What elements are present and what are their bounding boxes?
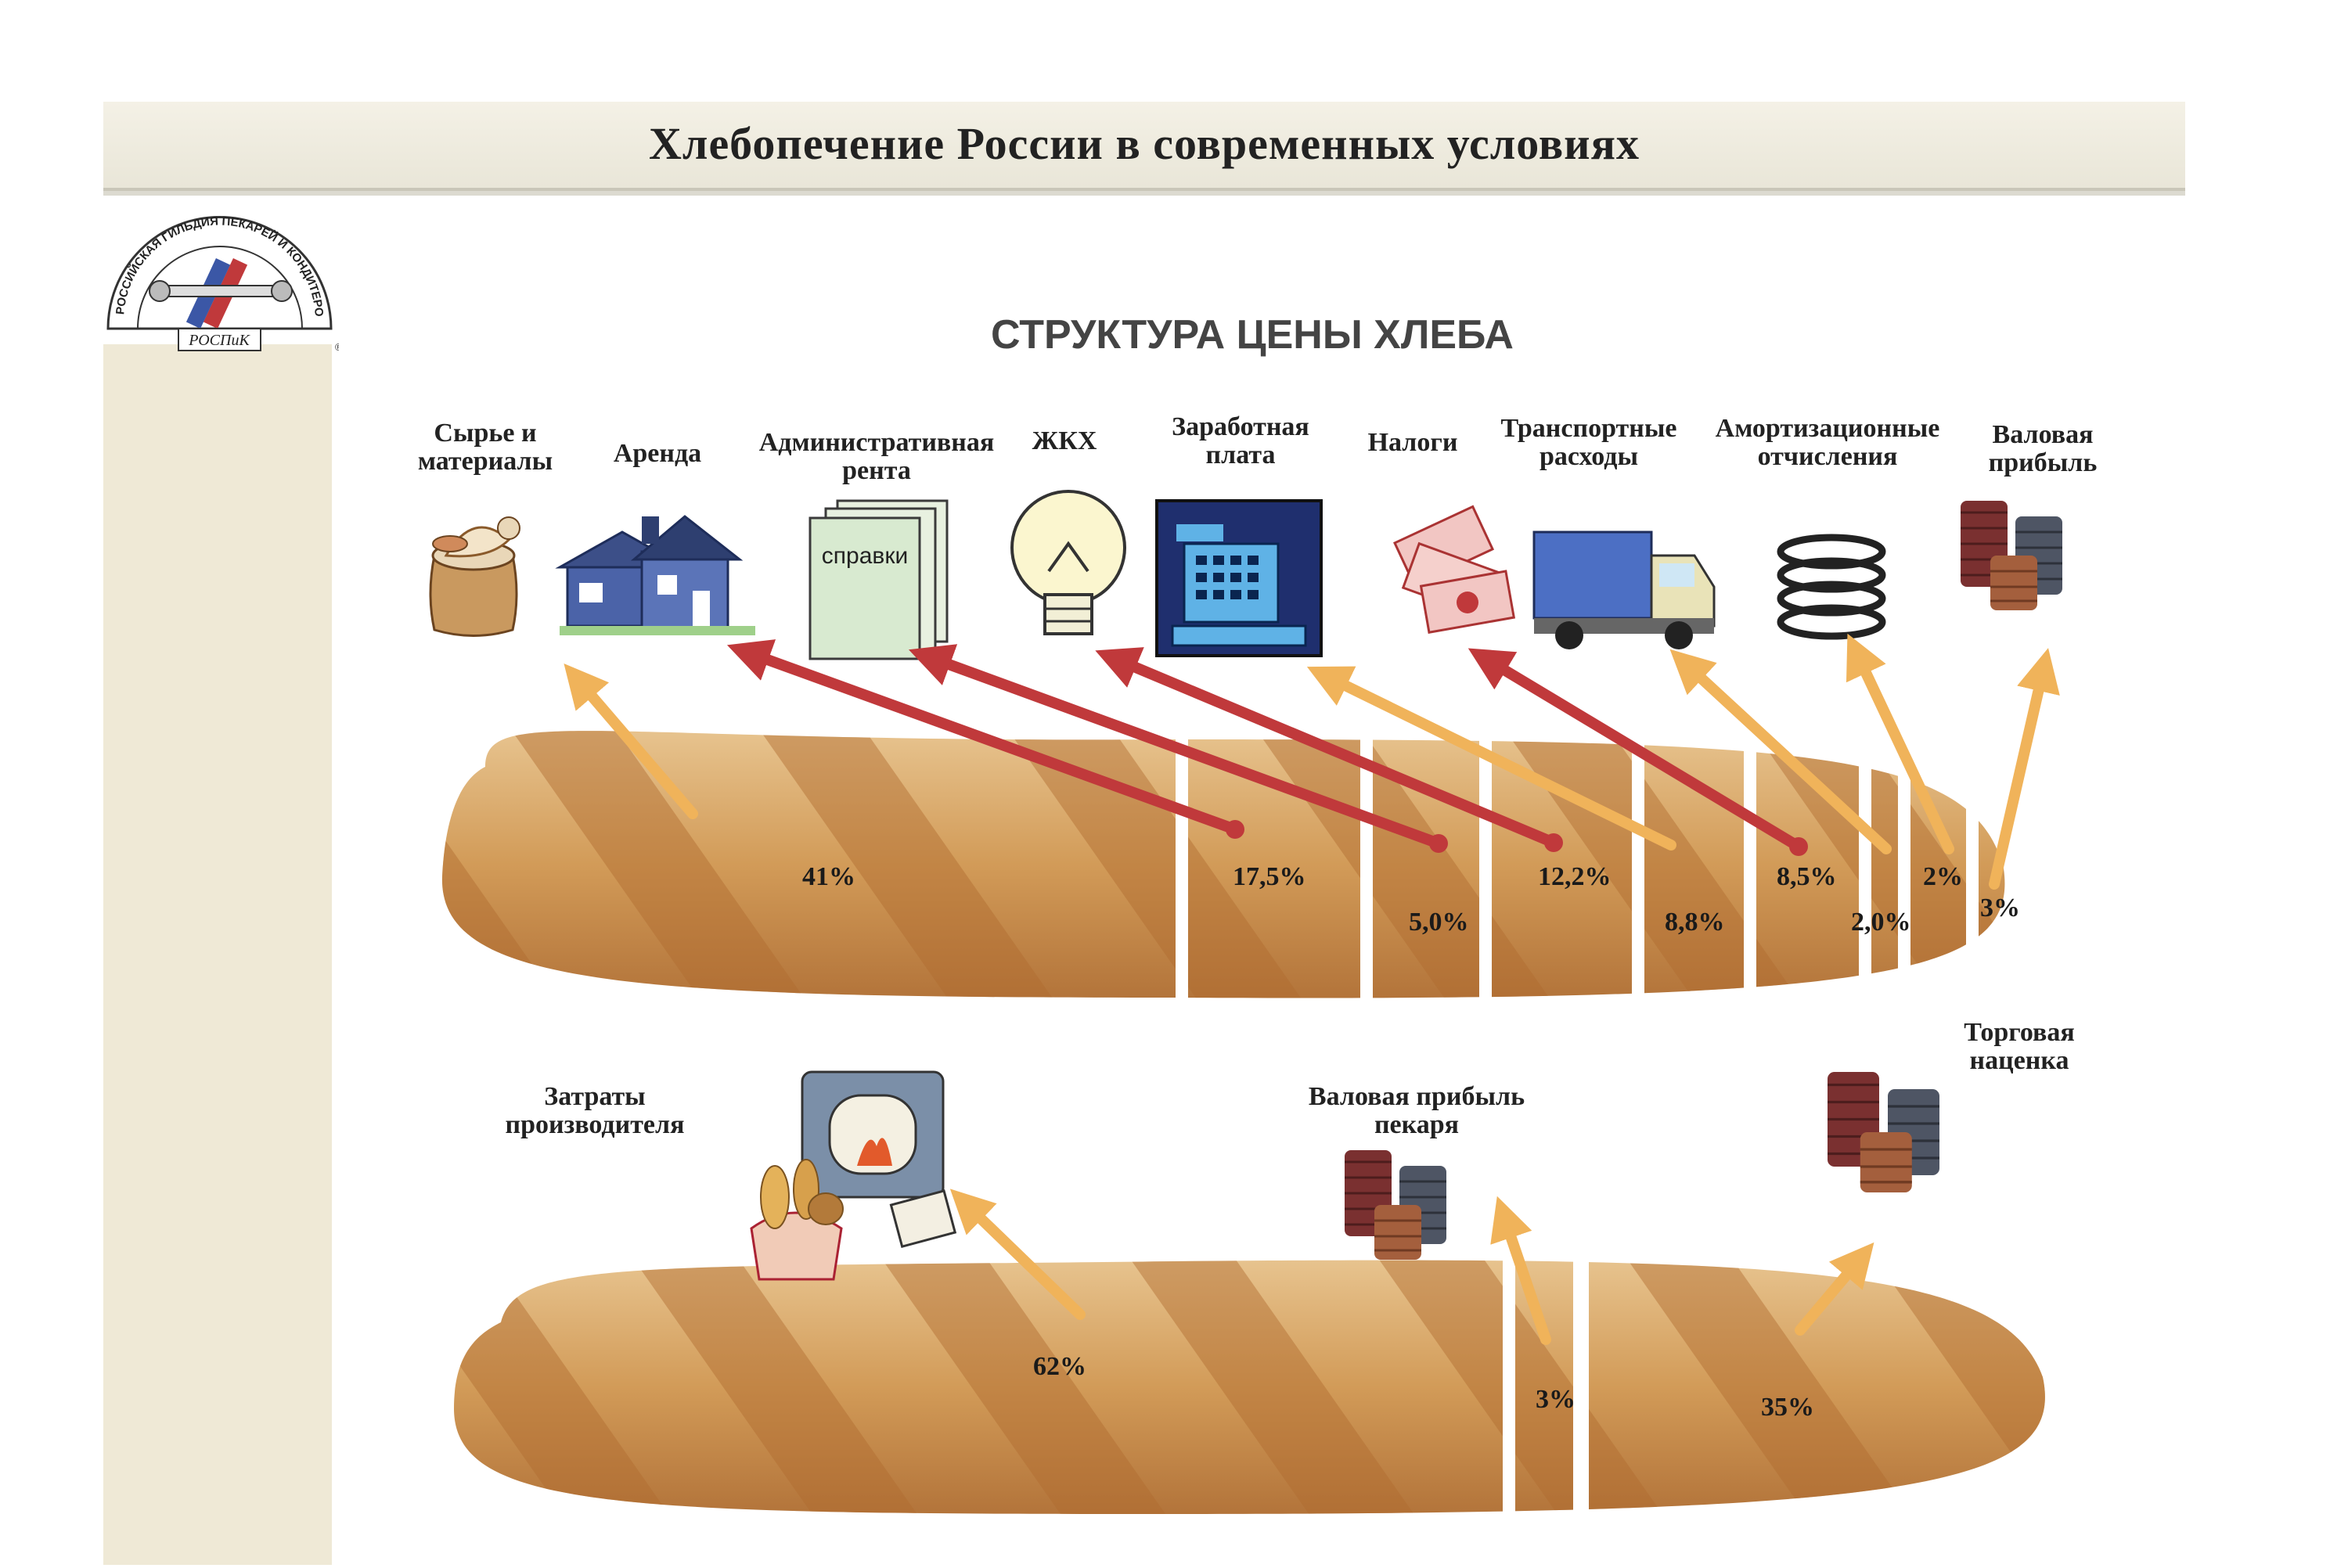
lightbulb-icon (1010, 490, 1126, 635)
category-label-rent: Аренда (613, 439, 702, 468)
rospik-logo: РОССИЙСКАЯ ГИЛЬДИЯ ПЕКАРЕЙ И КОНДИТЕРОВ … (100, 203, 339, 352)
value-transport: 2,0% (1851, 908, 1911, 937)
spring-icon (1777, 534, 1886, 640)
house-icon (555, 515, 755, 635)
arrow-trade-markup (1795, 1242, 1874, 1336)
arrow-utilities (1095, 647, 1559, 848)
value-salary: 8,8% (1665, 908, 1725, 937)
value-admin-rent: 5,0% (1409, 908, 1469, 937)
documents-text: справки (822, 543, 908, 569)
logo-abbr: РОСПиК (188, 332, 250, 349)
coins-icon (1959, 499, 2064, 612)
sidebar-strip (103, 344, 332, 1565)
value-rent: 17,5% (1233, 862, 1306, 891)
value-depreciation: 2% (1923, 862, 1963, 891)
cash-register-icon (1155, 499, 1323, 657)
money-icon (1393, 505, 1516, 634)
value-utilities: 12,2% (1538, 862, 1612, 891)
arrow-admin-rent (908, 644, 1444, 849)
arrow-producer-costs (949, 1189, 1086, 1320)
page-title: Хлебопечение России в современных услови… (649, 118, 1640, 169)
value-trade-markup: 35% (1761, 1393, 1814, 1422)
oven-icon (750, 1070, 957, 1281)
arrow-rent (726, 639, 1241, 835)
top-bread-loaf (441, 728, 2005, 1009)
chart-title: СТРУКТУРА ЦЕНЫ ХЛЕБА (990, 312, 1514, 358)
arrow-salary (1306, 666, 1676, 851)
coins-icon (1343, 1149, 1448, 1261)
arrow-taxes (1468, 648, 1804, 852)
arrow-baker-profit (1490, 1196, 1551, 1345)
bottom-bread-loaf (454, 1244, 2045, 1534)
arrow-gross-profit (1989, 648, 2060, 890)
truck-icon (1532, 530, 1716, 649)
arrow-depreciation (1846, 633, 1954, 854)
value-raw-materials: 41% (802, 862, 855, 891)
coins-icon (1826, 1070, 1941, 1194)
value-gross-profit: 3% (1980, 894, 2020, 922)
value-baker-profit: 3% (1536, 1385, 1576, 1414)
documents-icon: справки (808, 499, 949, 660)
arrow-transport (1669, 649, 1892, 854)
logo-registered: ® (335, 341, 339, 352)
value-producer-costs: 62% (1033, 1352, 1086, 1381)
arrow-raw-materials (564, 663, 698, 819)
category-label-utilities: ЖКХ (1032, 426, 1097, 455)
category-label-taxes: Налоги (1367, 428, 1458, 457)
barrel-icon (429, 516, 520, 637)
value-taxes: 8,5% (1777, 862, 1837, 891)
header-banner: Хлебопечение России в современных услови… (103, 102, 2185, 191)
